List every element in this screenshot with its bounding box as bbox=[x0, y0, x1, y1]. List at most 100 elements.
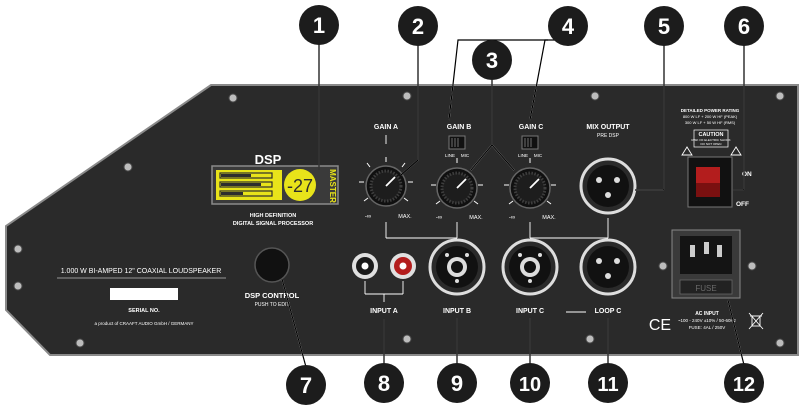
scale-tick bbox=[473, 200, 479, 205]
input-c-combo-jack[interactable] bbox=[501, 238, 559, 296]
loop-c-xlr[interactable] bbox=[579, 238, 637, 296]
screw bbox=[13, 281, 23, 291]
gain-b-min: -∞ bbox=[436, 215, 442, 221]
mix-output-xlr[interactable] bbox=[579, 157, 637, 215]
rca-pin bbox=[361, 262, 369, 270]
leader-12-core bbox=[727, 299, 745, 366]
callout-number: 1 bbox=[313, 13, 325, 38]
input-b-combo-jack[interactable] bbox=[428, 238, 486, 296]
combo-pin bbox=[465, 253, 469, 257]
knob-pointer bbox=[385, 176, 396, 187]
callout-3: 3 bbox=[472, 40, 512, 80]
callout-11: 11 bbox=[588, 363, 628, 403]
callout-4: 4 bbox=[548, 6, 588, 46]
panel-screws bbox=[13, 91, 785, 348]
callout-number: 7 bbox=[300, 373, 312, 398]
dsp-value-badge bbox=[284, 169, 316, 201]
callout-badges: 1 2 3 4 5 6 7 8 bbox=[286, 5, 764, 405]
gain-a-label: GAIN A bbox=[374, 124, 398, 131]
dsp-control-knob[interactable] bbox=[254, 247, 290, 283]
callout-bg bbox=[510, 363, 550, 403]
knob-pointer bbox=[529, 178, 540, 189]
dsp-logo: DSP bbox=[255, 152, 282, 167]
screw bbox=[590, 91, 600, 101]
gain-b-max: MAX. bbox=[469, 215, 483, 221]
ac-input-title: AC INPUT bbox=[695, 311, 719, 317]
scale-tick bbox=[403, 197, 409, 202]
combo-pin bbox=[445, 253, 449, 257]
fuse-label: FUSE bbox=[695, 284, 716, 293]
callout-bg bbox=[299, 5, 339, 45]
callout-bg bbox=[724, 6, 764, 46]
callout-5: 5 bbox=[644, 6, 684, 46]
gain-a-knob[interactable] bbox=[365, 165, 407, 207]
callout-number: 8 bbox=[378, 371, 390, 396]
callout-10: 10 bbox=[510, 363, 550, 403]
dsp-label-area bbox=[318, 170, 336, 200]
power-switch[interactable] bbox=[687, 156, 733, 208]
callout-number: 11 bbox=[597, 374, 618, 396]
screw bbox=[747, 261, 757, 271]
combo-pin bbox=[528, 279, 532, 283]
rca-pin bbox=[399, 262, 407, 270]
callout-bg bbox=[644, 6, 684, 46]
caution-sub2: DO NOT OPEN bbox=[701, 142, 722, 146]
callout-7: 7 bbox=[286, 365, 326, 405]
callout-bg bbox=[437, 363, 477, 403]
screw bbox=[775, 338, 785, 348]
gain-c-switch-ridges bbox=[524, 138, 532, 147]
input-b-label: INPUT B bbox=[443, 308, 471, 315]
callout-bg bbox=[472, 40, 512, 80]
leader-7-core bbox=[281, 278, 307, 368]
combo-pin bbox=[538, 253, 542, 257]
ac-input-line2: FUSE: 4AL / 250V bbox=[689, 325, 726, 330]
callout-number: 4 bbox=[562, 14, 575, 39]
power-rating-line2: 300 W LF + 50 W HF (RMS) bbox=[685, 120, 736, 125]
ac-inlet[interactable] bbox=[671, 229, 741, 299]
screw bbox=[585, 334, 595, 344]
gain-b-label: GAIN B bbox=[447, 124, 472, 131]
scale-tick bbox=[363, 197, 369, 202]
ac-input-line1: ~100 - 240V ±10% / 50-60Hz bbox=[678, 318, 737, 323]
gain-c-mic-label: MIC bbox=[534, 153, 543, 158]
input-a-rca-left[interactable] bbox=[352, 253, 378, 279]
callout-8: 8 bbox=[364, 363, 404, 403]
screw bbox=[75, 338, 85, 348]
callout-number: 6 bbox=[738, 14, 750, 39]
scale-tick bbox=[508, 200, 514, 205]
gain-a-max: MAX. bbox=[398, 214, 412, 220]
callout-6: 6 bbox=[724, 6, 764, 46]
callout-leaders-shadow bbox=[281, 39, 745, 368]
callout-number: 2 bbox=[412, 14, 424, 39]
callout-9: 9 bbox=[437, 363, 477, 403]
warning-triangle-right-icon bbox=[730, 146, 742, 156]
xlr-pin bbox=[605, 192, 611, 198]
gain-c-max: MAX. bbox=[542, 215, 556, 221]
mix-output-sub: PRE DSP bbox=[597, 133, 620, 139]
callout-number: 5 bbox=[658, 14, 670, 39]
ce-mark: CE bbox=[649, 317, 671, 334]
input-a-label: INPUT A bbox=[370, 308, 398, 315]
gain-b-line-mic-switch[interactable] bbox=[448, 135, 466, 150]
combo-pin bbox=[518, 253, 522, 257]
meter-fill bbox=[221, 174, 251, 177]
rear-panel bbox=[5, 84, 799, 356]
gain-c-line-mic-switch[interactable] bbox=[521, 135, 539, 150]
callout-bg bbox=[398, 6, 438, 46]
meter-fill bbox=[221, 183, 261, 186]
switch-off-label: OFF bbox=[736, 201, 749, 208]
scale-tick bbox=[366, 162, 371, 168]
input-c-label: INPUT C bbox=[516, 308, 544, 315]
gain-b-knob[interactable] bbox=[436, 167, 478, 209]
switch-on-label: ON bbox=[742, 171, 752, 178]
routing-lines bbox=[364, 135, 609, 313]
callout-1: 1 bbox=[299, 5, 339, 45]
gain-c-knob[interactable] bbox=[509, 167, 551, 209]
bin-cross bbox=[748, 312, 764, 330]
gain-b-mic-label: MIC bbox=[461, 153, 470, 158]
input-a-rca-right[interactable] bbox=[390, 253, 416, 279]
xlr-face bbox=[587, 246, 629, 288]
callout-2: 2 bbox=[398, 6, 438, 46]
screw bbox=[123, 162, 133, 172]
inlet-pin bbox=[690, 245, 695, 257]
